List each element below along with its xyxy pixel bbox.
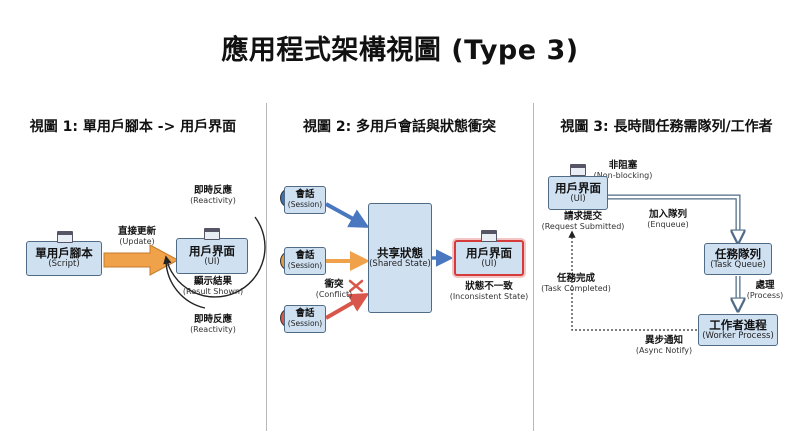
window-icon: [570, 164, 586, 176]
task-completed-main: 任務完成: [556, 273, 595, 284]
conflict-label-main: 衝突: [324, 279, 344, 290]
ui-box-label: 用戶界面: [466, 245, 512, 260]
non-blocking-label: 非阻塞 (Non-blocking): [588, 160, 658, 181]
reactivity-top-main: 即時反應: [193, 185, 232, 196]
task-completed-label: 任務完成 (Task Completed): [538, 273, 614, 294]
async-notify-label: 異步通知 (Async Notify): [632, 335, 696, 356]
non-blocking-main: 非阻塞: [608, 160, 638, 171]
task-queue-box: 任務隊列 (Task Queue): [704, 243, 772, 275]
reactivity-bottom-sub: (Reactivity): [190, 325, 236, 335]
request-submitted-label: 請求提交 (Request Submitted): [538, 211, 628, 232]
ui-box-sublabel: (UI): [570, 193, 586, 204]
inconsistent-sub: (Inconsistent State): [449, 292, 529, 302]
ui-box-sublabel: (UI): [204, 256, 220, 267]
session-label: 會話: [295, 189, 315, 201]
inconsistent-main: 狀態不一致: [465, 281, 513, 292]
enqueue-sub: (Enqueue): [647, 220, 689, 230]
inconsistent-state-label: 狀態不一致 (Inconsistent State): [449, 281, 529, 302]
window-icon: [204, 228, 220, 240]
process-label: 處理 (Process): [742, 280, 788, 301]
view1-heading: 視圖 1: 單用戶腳本 -> 用戶界面: [29, 119, 237, 135]
script-box: 單用戶腳本 (Script): [26, 241, 102, 276]
update-label-sub: (Update): [119, 237, 155, 247]
ui-box-label: 用戶界面: [555, 180, 601, 195]
request-submitted-sub: (Request Submitted): [541, 222, 625, 232]
async-notify-main: 異步通知: [644, 335, 683, 346]
session-box-3: 會話 (Session): [284, 305, 326, 333]
enqueue-label: 加入隊列 (Enqueue): [638, 209, 698, 230]
page-title: 應用程式架構視圖 (Type 3): [221, 35, 579, 66]
enqueue-arrow: [606, 194, 738, 240]
session-sublabel: (Session): [287, 261, 323, 271]
session-sublabel: (Session): [287, 200, 323, 210]
view3-heading: 視圖 3: 長時間任務需隊列/工作者: [560, 119, 773, 135]
session-box-1: 會話 (Session): [284, 186, 326, 214]
ui-box-sublabel: (UI): [481, 258, 497, 269]
worker-sublabel: (Worker Process): [702, 330, 774, 341]
reactivity-top-label: 即時反應 (Reactivity): [183, 185, 243, 206]
section-divider: [266, 103, 267, 431]
reactivity-bottom-label: 即時反應 (Reactivity): [183, 314, 243, 335]
session-arrow-blue: [325, 202, 370, 228]
conflict-label: 衝突 (Conflict): [312, 279, 356, 300]
reactivity-top-sub: (Reactivity): [190, 196, 236, 206]
request-submitted-main: 請求提交: [563, 211, 602, 222]
window-icon: [481, 230, 497, 242]
result-shown-label: 顯示結果 (Result Shown): [175, 276, 251, 297]
task-queue-label: 任務隊列: [715, 246, 761, 261]
script-box-sublabel: (Script): [48, 259, 80, 270]
enqueue-main: 加入隊列: [648, 209, 687, 220]
session-arrow-red: [325, 293, 370, 320]
shared-state-sublabel: (Shared State): [369, 258, 431, 269]
shared-state-box: 共享狀態 (Shared State): [368, 203, 432, 313]
result-shown-main: 顯示結果: [193, 276, 232, 287]
reactivity-bottom-main: 即時反應: [193, 314, 232, 325]
async-notify-arrow: [568, 230, 697, 331]
conflict-icon: [348, 279, 364, 293]
section-divider: [533, 103, 534, 431]
reactivity-cycle: [163, 216, 266, 309]
non-blocking-sub: (Non-blocking): [593, 171, 653, 181]
conflict-label-sub: (Conflict): [315, 290, 353, 300]
session-sublabel: (Session): [287, 319, 323, 329]
update-label-main: 直接更新: [117, 226, 156, 237]
task-queue-sublabel: (Task Queue): [710, 259, 766, 270]
task-completed-sub: (Task Completed): [541, 284, 611, 294]
process-sub: (Process): [746, 291, 784, 301]
session-label: 會話: [295, 250, 315, 262]
ui-box-view1: 用戶界面 (UI): [176, 238, 248, 274]
script-box-label: 單用戶腳本: [35, 246, 93, 260]
code-icon: [57, 231, 73, 243]
worker-process-box: 工作者進程 (Worker Process): [698, 314, 778, 346]
update-label: 直接更新 (Update): [112, 226, 162, 247]
shared-state-label: 共享狀態: [377, 245, 423, 260]
process-main: 處理: [755, 280, 775, 291]
view2-heading: 視圖 2: 多用戶會話與狀態衝突: [302, 119, 497, 135]
ui-box-view3: 用戶界面 (UI): [548, 176, 608, 210]
ui-box-label: 用戶界面: [189, 243, 235, 258]
update-arrow: [103, 244, 180, 276]
session-box-2: 會話 (Session): [284, 247, 326, 275]
session-label: 會話: [295, 308, 315, 320]
async-notify-sub: (Async Notify): [635, 346, 693, 356]
worker-label: 工作者進程: [709, 317, 767, 332]
ui-box-inconsistent: 用戶界面 (UI): [454, 240, 524, 276]
result-shown-sub: (Result Shown): [182, 287, 244, 297]
